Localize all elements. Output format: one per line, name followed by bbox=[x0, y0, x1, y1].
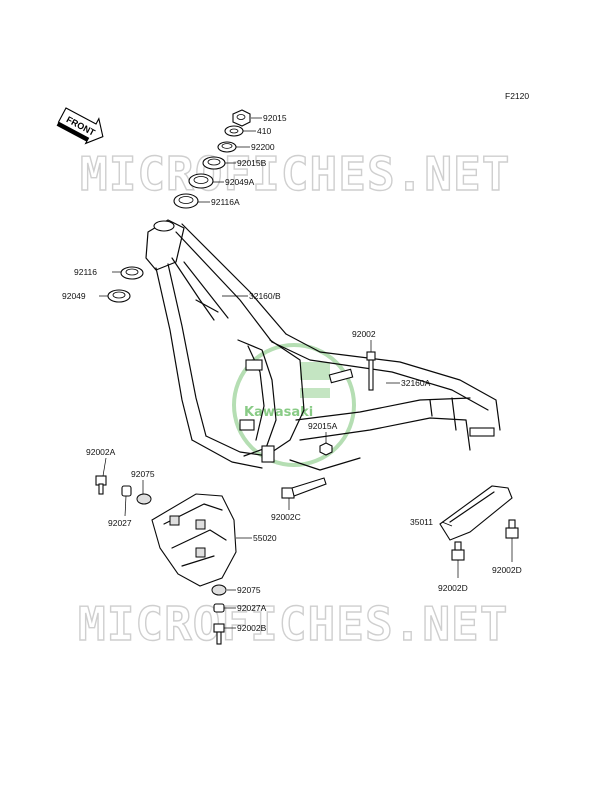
part-nut-92015A bbox=[319, 442, 333, 456]
part-nut-92015 bbox=[232, 109, 251, 127]
label-92015: 92015 bbox=[263, 113, 287, 123]
label-32160B: 32160/B bbox=[249, 291, 281, 301]
part-damper-92075-bottom bbox=[211, 584, 227, 596]
label-92116: 92116 bbox=[74, 267, 97, 277]
part-bearing-92049 bbox=[107, 289, 131, 303]
part-washer-410 bbox=[224, 125, 244, 137]
part-collar-92027A bbox=[213, 603, 225, 613]
label-92002B: 92002B bbox=[237, 623, 267, 633]
part-nut-92200 bbox=[217, 141, 237, 153]
label-92027A: 92027A bbox=[237, 603, 267, 613]
front-arrow-icon: FRONT bbox=[56, 107, 104, 145]
part-bolt-92002D-left bbox=[451, 541, 465, 561]
watermark-top: MICROFICHES.NET bbox=[79, 146, 510, 201]
label-92015A: 92015A bbox=[308, 421, 338, 431]
watermark-bottom: MICROFICHES.NET bbox=[77, 596, 508, 651]
label-32160A: 32160A bbox=[401, 378, 431, 388]
part-bolt-92002C bbox=[281, 477, 327, 499]
label-92027: 92027 bbox=[108, 518, 132, 528]
label-92200: 92200 bbox=[251, 142, 275, 152]
label-55020: 55020 bbox=[253, 533, 277, 543]
part-damper-92075-top bbox=[136, 493, 152, 505]
part-bolt-92002 bbox=[366, 351, 376, 391]
watermark-text-bottom: MICROFICHES.NET bbox=[78, 597, 508, 651]
part-chain-guard-35011 bbox=[439, 485, 513, 541]
part-race-92116A bbox=[173, 193, 199, 209]
label-92075-bottom: 92075 bbox=[237, 585, 261, 595]
part-skid-plate-55020 bbox=[151, 493, 237, 587]
label-92002C: 92002C bbox=[271, 512, 301, 522]
part-seal-92015B bbox=[202, 156, 226, 170]
label-92075-top: 92075 bbox=[131, 469, 155, 479]
label-410: 410 bbox=[257, 126, 271, 136]
label-92002D-left: 92002D bbox=[438, 583, 468, 593]
part-collar-92027 bbox=[121, 485, 132, 497]
part-bolt-92002D-right bbox=[505, 519, 519, 539]
part-labels: 92015 410 92200 92015B 92049A 92116A 921… bbox=[62, 113, 522, 633]
label-35011: 35011 bbox=[410, 517, 433, 527]
figure-code: F2120 bbox=[505, 91, 529, 101]
main-frame bbox=[145, 219, 501, 471]
label-92002A: 92002A bbox=[86, 447, 116, 457]
label-92116A: 92116A bbox=[211, 197, 240, 207]
label-92049A: 92049A bbox=[225, 177, 255, 187]
part-bolt-92002A bbox=[95, 475, 107, 495]
leader-lines bbox=[99, 117, 513, 629]
part-bearing-92049A bbox=[188, 173, 214, 189]
part-race-92116 bbox=[120, 266, 144, 280]
label-92002D-right: 92002D bbox=[492, 565, 522, 575]
label-92049: 92049 bbox=[62, 291, 86, 301]
label-92002: 92002 bbox=[352, 329, 376, 339]
watermark-text-top: MICROFICHES.NET bbox=[80, 147, 510, 201]
label-92015B: 92015B bbox=[237, 158, 267, 168]
